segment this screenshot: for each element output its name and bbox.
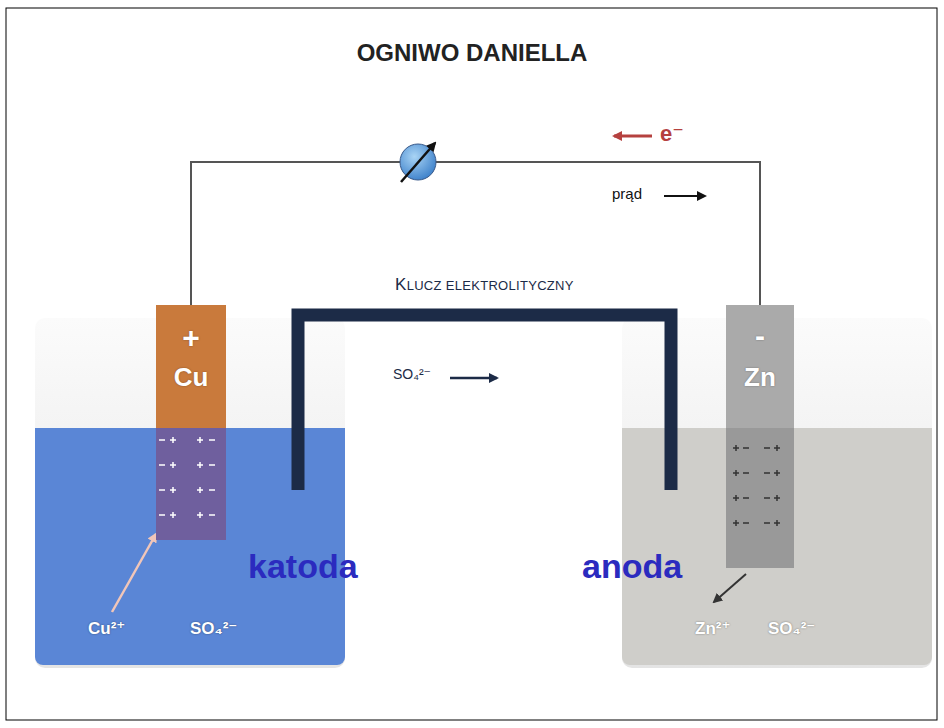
wire [191,162,760,305]
charge-mark [735,470,737,476]
current-label: prąd [612,186,642,203]
zinc-electrode: - Zn [726,305,794,568]
charge-mark [199,462,201,468]
charge-mark [209,514,215,516]
charge-mark [159,514,165,516]
charge-mark [209,439,215,441]
metal-symbol: Zn [726,363,794,392]
charge-mark [172,487,174,493]
electron-label: e⁻ [660,122,684,146]
ion-label: SO₄²⁻ [190,620,237,639]
charge-mark [199,437,201,443]
electrode-role: anoda [582,548,682,585]
charge-mark [743,522,749,524]
copper-electrode: + Cu [156,305,226,540]
charge-mark [743,447,749,449]
zinc-ion-arrow [714,574,746,602]
salt-bridge [298,315,671,428]
electron-arrow [614,135,652,138]
ion-label: SO₄²⁻ [393,367,431,382]
charge-mark [735,495,737,501]
charge-mark [199,512,201,518]
charge-mark [776,445,778,451]
cathode-solution: Cu²⁺SO₄²⁻katoda+Cu [35,428,395,665]
charge-mark [199,487,201,493]
frame [6,8,937,720]
electrode-role: katoda [248,548,358,585]
charge-mark [776,520,778,526]
charge-mark [764,472,770,474]
charge-mark [209,489,215,491]
ion-flow-arrow [450,377,497,380]
charge-mark [172,512,174,518]
charge-mark [764,522,770,524]
charge-mark [764,447,770,449]
diagram-title: OGNIWO DANIELLA [0,40,944,66]
charge-mark [159,489,165,491]
bridge-label: KLUCZ ELEKTROLITYCZNY [395,276,574,295]
charge-mark [159,439,165,441]
charge-mark [743,497,749,499]
ion-label: SO₄²⁻ [768,620,815,639]
ion-label: Zn²⁺ [695,620,730,639]
charge-mark [159,464,165,466]
current-arrow [664,195,705,197]
charge-mark [776,495,778,501]
charge-mark [735,520,737,526]
polarity-sign: + [156,321,226,354]
copper-ion-arrow [112,534,156,612]
galvanometer-needle [401,143,435,182]
charge-mark [764,497,770,499]
charge-mark [172,462,174,468]
bridge-leg [665,428,678,490]
polarity-sign: - [726,319,794,352]
charge-mark [172,437,174,443]
charge-mark [735,445,737,451]
charge-mark [743,472,749,474]
metal-symbol: Cu [156,363,226,392]
charge-mark [209,464,215,466]
charge-mark [776,470,778,476]
bridge-leg [292,428,305,490]
ion-label: Cu²⁺ [88,620,125,639]
anode-solution: Zn²⁺SO₄²⁻anoda-Zn [575,428,932,665]
